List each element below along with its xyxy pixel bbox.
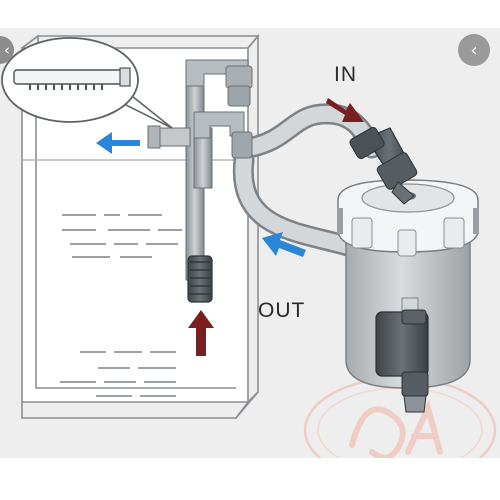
aquarium-filter-diagram: IN OUT — [1, 33, 497, 458]
inlet-valve — [349, 126, 418, 205]
watermark-logo — [303, 376, 497, 458]
water-lines — [60, 214, 182, 397]
inflow-arrow-up — [188, 310, 214, 356]
label-out: OUT — [258, 299, 305, 322]
outlet-connector — [375, 297, 429, 413]
diagram-canvas: IN OUT — [0, 28, 500, 458]
outflow-arrow-hose — [262, 232, 306, 257]
label-in: IN — [334, 63, 357, 86]
chevron-right-icon[interactable]: ‹ — [458, 34, 490, 66]
spray-bar-callout — [1, 37, 173, 129]
inflow-arrow-down — [326, 98, 364, 122]
chevron-left-icon[interactable]: ‹ — [0, 36, 14, 64]
outflow-arrow-left — [96, 132, 140, 154]
tank-pipework — [147, 59, 253, 303]
